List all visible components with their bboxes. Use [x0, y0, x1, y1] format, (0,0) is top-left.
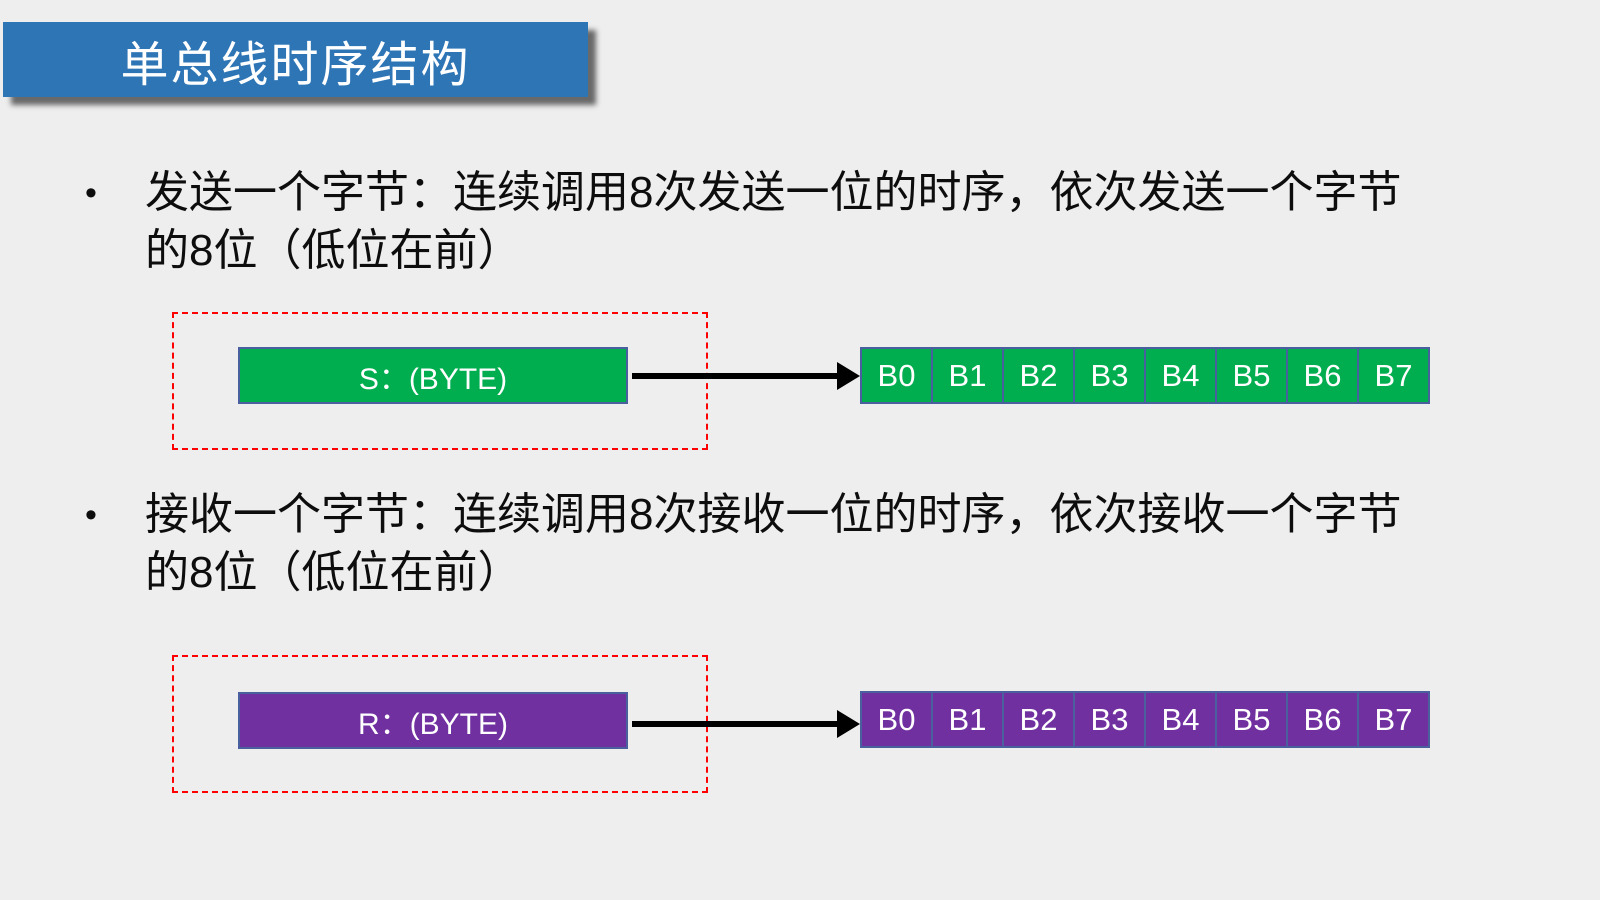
receive-bit-cells: B0 B1 B2 B3 B4 B5 B6 B7	[860, 691, 1430, 748]
bit-cell: B2	[1002, 349, 1073, 402]
slide-title-banner: 单总线时序结构	[3, 22, 588, 97]
bullet-text: 接收一个字节：连续调用8次接收一位的时序，依次接收一个字节 的8位（低位在前）	[145, 486, 1401, 602]
bit-cell: B1	[931, 349, 1002, 402]
bit-cell: B7	[1357, 693, 1428, 746]
receive-source-box: R：(BYTE)	[238, 692, 628, 749]
bit-cell: B0	[877, 357, 916, 393]
bullet-line-2: 的8位（低位在前）	[145, 226, 522, 275]
bit-cell: B4	[1144, 693, 1215, 746]
bit-cell: B5	[1215, 349, 1286, 402]
receive-source-label: R：(BYTE)	[358, 707, 508, 741]
bullet-line-2: 的8位（低位在前）	[145, 548, 522, 597]
bullet-send-byte: • 发送一个字节：连续调用8次发送一位的时序，依次发送一个字节 的8位（低位在前…	[85, 164, 1505, 280]
bit-cell: B3	[1073, 693, 1144, 746]
send-source-box: S：(BYTE)	[238, 347, 628, 404]
bit-cell: B4	[1144, 349, 1215, 402]
bullet-line-1: 发送一个字节：连续调用8次发送一位的时序，依次发送一个字节	[145, 168, 1402, 217]
slide-title: 单总线时序结构	[120, 38, 471, 92]
bullet-line-1: 接收一个字节：连续调用8次接收一位的时序，依次接收一个字节	[145, 490, 1402, 539]
bit-cell: B6	[1286, 349, 1357, 402]
send-dashed-outline	[172, 312, 708, 450]
bullet-text: 发送一个字节：连续调用8次发送一位的时序，依次发送一个字节 的8位（低位在前）	[145, 164, 1401, 280]
bit-cell: B0	[877, 701, 916, 737]
bullet-receive-byte: • 接收一个字节：连续调用8次接收一位的时序，依次接收一个字节 的8位（低位在前…	[85, 486, 1505, 602]
right-arrow-icon	[632, 710, 860, 738]
bit-cell: B3	[1073, 349, 1144, 402]
bit-cell: B7	[1357, 349, 1428, 402]
bullet-marker: •	[85, 496, 97, 534]
send-source-label: S：(BYTE)	[358, 362, 508, 396]
bit-cell: B1	[931, 693, 1002, 746]
bit-cell: B2	[1002, 693, 1073, 746]
send-bit-cells: B0 B1 B2 B3 B4 B5 B6 B7	[860, 347, 1430, 404]
bullet-marker: •	[85, 174, 97, 212]
right-arrow-icon	[632, 362, 860, 390]
bit-cell: B5	[1215, 693, 1286, 746]
bit-cell: B6	[1286, 693, 1357, 746]
